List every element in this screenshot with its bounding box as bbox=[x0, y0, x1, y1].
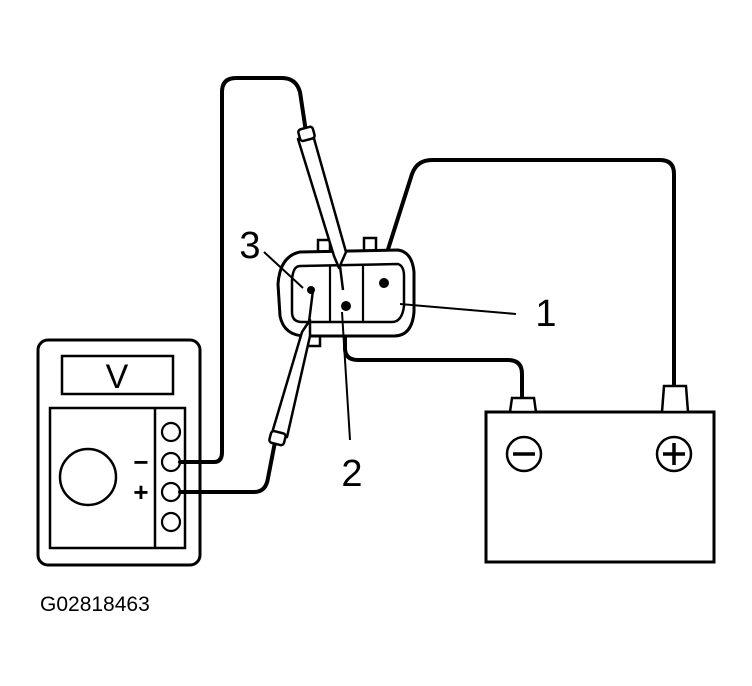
probe-upper bbox=[296, 125, 348, 291]
battery-body bbox=[484, 410, 716, 564]
pin1-leader bbox=[399, 303, 517, 315]
battery-positive-post bbox=[660, 384, 690, 414]
pin3-label: 3 bbox=[239, 225, 260, 267]
pin1-label: 1 bbox=[535, 293, 556, 335]
connector-pin-1 bbox=[379, 278, 389, 288]
voltmeter-jack-1 bbox=[160, 421, 182, 443]
voltmeter-plus-label: + bbox=[133, 477, 148, 507]
meter-positive-lead bbox=[178, 440, 277, 494]
voltmeter-display bbox=[60, 354, 175, 396]
probe-upper-tip bbox=[338, 265, 345, 291]
probe-upper-cap bbox=[297, 125, 316, 143]
pin2-leader bbox=[341, 311, 351, 441]
figure-code: G02818463 bbox=[40, 593, 150, 616]
probe-lower-body bbox=[270, 318, 312, 439]
battery-negative-wire bbox=[343, 302, 524, 398]
probe-lower-tip bbox=[307, 289, 315, 323]
voltmeter-minus-label: − bbox=[133, 447, 148, 477]
battery bbox=[484, 384, 716, 564]
probe-lower-cap bbox=[268, 429, 287, 447]
voltmeter: V − + bbox=[36, 338, 202, 567]
voltmeter-dial bbox=[58, 447, 118, 507]
probe-upper-body bbox=[296, 133, 348, 270]
voltmeter-display-text: V bbox=[106, 358, 129, 396]
battery-negative-post bbox=[508, 396, 538, 414]
voltmeter-jack-plus bbox=[160, 481, 182, 503]
probe-lower bbox=[268, 289, 315, 447]
battery-positive-wire bbox=[382, 158, 676, 386]
connector-cavity bbox=[290, 262, 406, 324]
pin2-label: 2 bbox=[341, 453, 362, 495]
voltmeter-jack-4 bbox=[160, 511, 182, 533]
connector bbox=[276, 236, 416, 348]
pin3-leader bbox=[263, 251, 304, 289]
connector-pin-2 bbox=[341, 301, 351, 311]
meter-negative-lead bbox=[178, 76, 308, 464]
voltmeter-jack-minus bbox=[160, 451, 182, 473]
